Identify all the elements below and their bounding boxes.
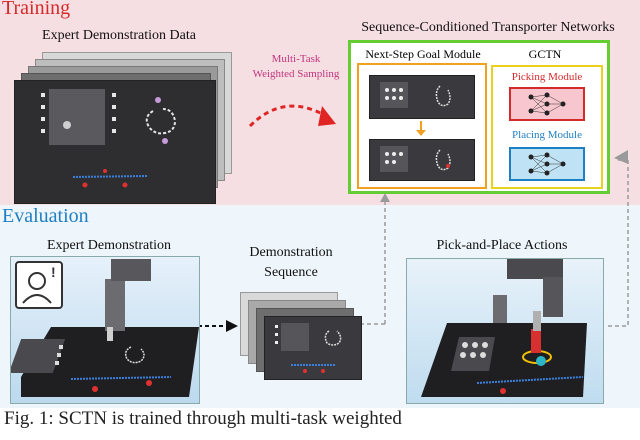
- goal-prediction-frame: [369, 139, 475, 181]
- weighted-sampling-arrow: [248, 104, 336, 128]
- training-section-title: Training: [2, 0, 71, 19]
- goal-module-box: [357, 63, 487, 189]
- picking-module-label: Picking Module: [511, 71, 583, 83]
- goal-module-label: Next-Step Goal Module: [365, 47, 481, 61]
- expert-demonstration-data-label: Expert Demonstration Data: [42, 28, 196, 43]
- sctn-box: Next-Step Goal Module GCTN Picking Modul…: [348, 40, 610, 194]
- expert-data-stack: [14, 52, 232, 204]
- person-icon: !: [22, 264, 56, 304]
- placing-module-label: Placing Module: [512, 129, 582, 141]
- figure-caption: Fig. 1: SCTN is trained through multi-ta…: [4, 408, 402, 429]
- gctn-box: Picking Module Placing Module: [491, 65, 603, 189]
- gctn-label: GCTN: [528, 47, 562, 61]
- sampling-label-line1: Multi-Task: [271, 53, 321, 65]
- expert-demonstration-label: Expert Demonstration: [46, 238, 172, 253]
- sctn-title: Sequence-Conditioned Transporter Network…: [361, 20, 615, 35]
- evaluation-section-title: Evaluation: [2, 205, 89, 227]
- avatar: !: [15, 261, 63, 309]
- svg-text:!: !: [51, 264, 56, 280]
- demonstration-sequence-label: Demonstration Sequence: [236, 243, 346, 283]
- demonstration-frame: [14, 80, 216, 204]
- pick-and-place-scene: [406, 258, 604, 404]
- demonstration-sequence-stack: [240, 292, 362, 380]
- expert-demonstration-scene: !: [10, 256, 200, 404]
- sampling-label-line2: Weighted Sampling: [252, 68, 340, 80]
- down-arrow-icon: [416, 121, 426, 136]
- demonstration-sequence-line2: Sequence: [264, 265, 318, 280]
- demonstration-sequence-line1: Demonstration: [249, 245, 333, 260]
- sampling-label: Multi-Task Weighted Sampling: [246, 52, 346, 82]
- goal-observation-frame: [369, 75, 475, 119]
- sequence-frame: [264, 316, 362, 380]
- placing-module-network: [509, 147, 585, 181]
- pick-and-place-actions-label: Pick-and-Place Actions: [436, 238, 568, 253]
- picking-module-network: [509, 87, 585, 121]
